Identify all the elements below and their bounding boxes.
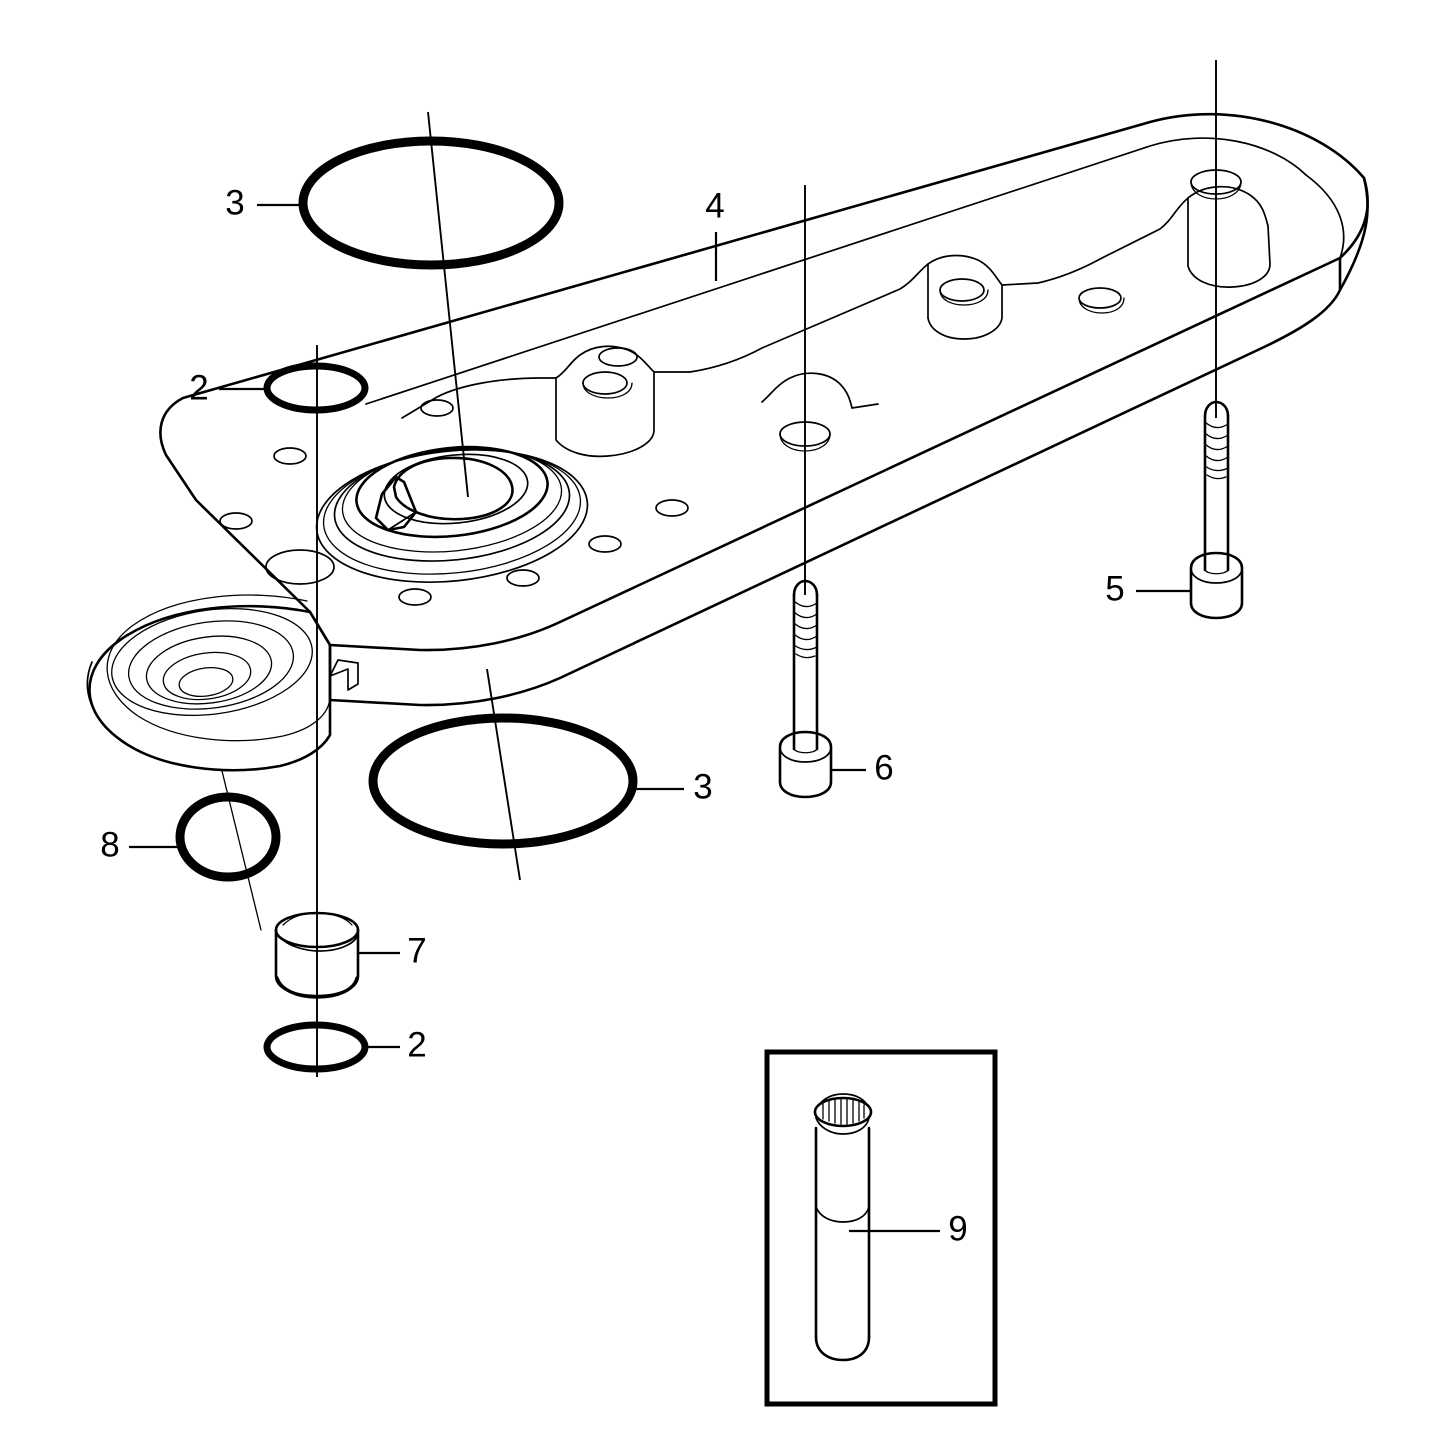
part-gasket-lower[interactable] xyxy=(368,713,638,849)
part-bushing[interactable] xyxy=(274,911,360,999)
callout-label-5: 5 xyxy=(1105,569,1124,608)
part-bolt-long-right[interactable] xyxy=(1189,400,1244,620)
bearing-bore xyxy=(315,445,589,584)
callout-label-8: 8 xyxy=(100,825,119,864)
callout-label-2-lower: 2 xyxy=(407,1025,426,1064)
flange-bolt-holes xyxy=(219,347,689,606)
callout-label-4: 4 xyxy=(705,186,724,225)
callout-label-9: 9 xyxy=(948,1209,967,1248)
leader-lines xyxy=(129,203,1191,1233)
callout-label-6: 6 xyxy=(874,748,893,787)
callout-label-3-top: 3 xyxy=(225,183,244,222)
detail-inset-box xyxy=(764,1049,998,1407)
part-o-ring-upper[interactable] xyxy=(263,362,369,414)
callout-label-7: 7 xyxy=(407,931,426,970)
callout-labels: 3 2 4 5 6 3 8 7 2 9 xyxy=(100,183,1124,1248)
part-o-ring-seal[interactable] xyxy=(175,792,281,882)
callout-label-2-top: 2 xyxy=(189,368,208,407)
part-splined-shaft[interactable] xyxy=(813,1093,873,1362)
part-bolt-long-center[interactable] xyxy=(778,579,833,799)
callout-label-3-lower: 3 xyxy=(693,767,712,806)
part-housing-body[interactable] xyxy=(86,112,1369,772)
part-gasket-upper[interactable] xyxy=(298,136,564,270)
part-o-ring-lower[interactable] xyxy=(263,1021,369,1073)
spline-teeth xyxy=(822,1097,865,1125)
